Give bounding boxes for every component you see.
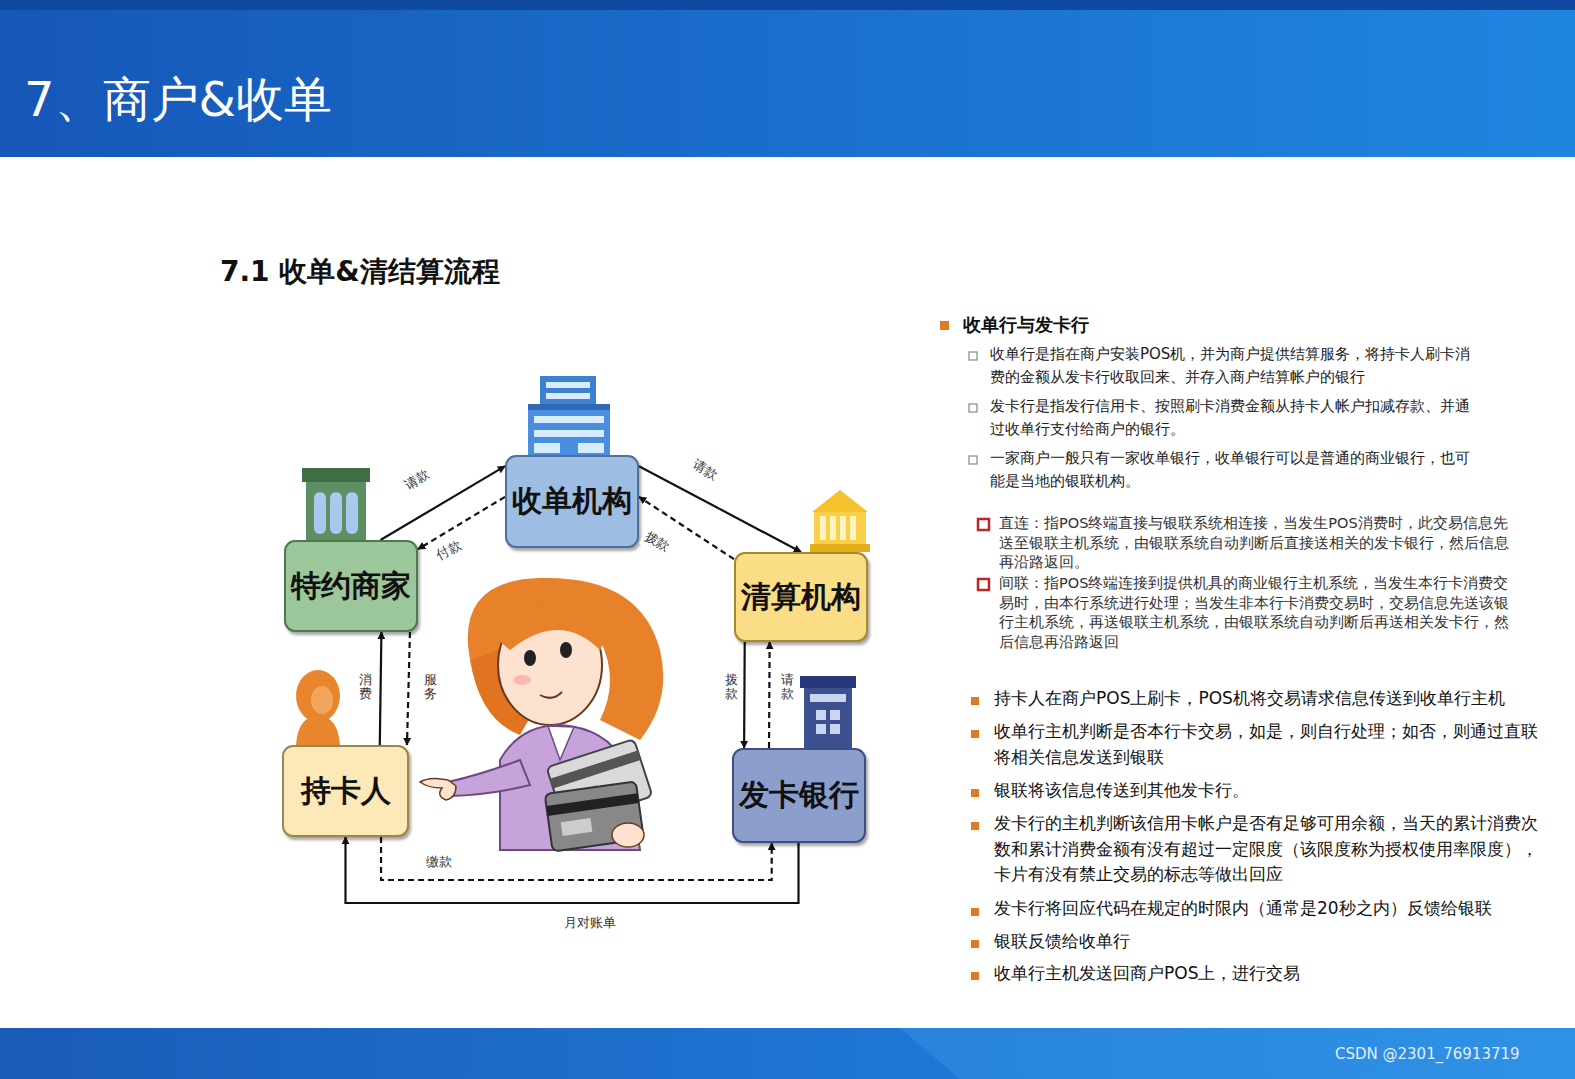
process-step: 银联反馈给收单行 (994, 929, 1539, 955)
flow-label: 服务 (422, 672, 439, 703)
entity-name: 发卡银行 (739, 775, 859, 816)
shop-icon (302, 468, 370, 540)
footer-sheen (900, 1028, 1575, 1079)
flow-label: 拨款 (639, 526, 675, 558)
section-heading: 7.1 收单&清结算流程 (220, 252, 640, 293)
entity-name: 清算机构 (741, 577, 861, 618)
process-step: 银联将该信息传送到其他发卡行。 (994, 778, 1539, 804)
entity-name: 收单机构 (512, 481, 632, 522)
entity-box: 收单机构 (505, 455, 639, 548)
entity-name: 特约商家 (291, 566, 411, 607)
girl-illustration (420, 578, 663, 852)
entity-box: 清算机构 (734, 552, 868, 642)
entity-box: 持卡人 (282, 745, 409, 837)
person-icon (296, 670, 340, 745)
process-step: 发卡行将回应代码在规定的时限内（通常是20秒之内）反馈给银联 (994, 896, 1559, 922)
flow-label: 月对账单 (562, 913, 618, 933)
flow-label: 请款 (687, 454, 723, 486)
process-step: 收单行主机判断是否本行卡交易，如是，则自行处理；如否，则通过直联将相关信息发送到… (994, 719, 1539, 770)
flow-arrow (768, 642, 771, 748)
entity-name: 持卡人 (301, 771, 391, 812)
flow-arrow (346, 837, 799, 903)
footer-band (0, 1028, 1575, 1079)
flow-label: 缴款 (424, 852, 454, 872)
clearing-bank-icon (810, 490, 870, 552)
flow-label: 消费 (357, 672, 374, 703)
definition-text: 收单行是指在商户安装POS机，并为商户提供结算服务，将持卡人刷卡消费的金额从发卡… (990, 343, 1480, 388)
flow-label: 请款 (779, 672, 796, 703)
flow-arrow (380, 632, 382, 745)
flow-arrow (407, 632, 410, 745)
entity-box: 特约商家 (284, 540, 418, 632)
flow-label: 请款 (399, 464, 435, 496)
issuer-bank-icon (800, 676, 856, 748)
flow-label: 拨款 (723, 672, 740, 703)
watermark: CSDN @2301_76913719 (1335, 1044, 1565, 1066)
connection-note: 间联：指POS终端连接到提供机具的商业银行主机系统，当发生本行卡消费交易时，由本… (999, 574, 1519, 652)
definition-text: 一家商户一般只有一家收单银行，收单银行可以是普通的商业银行，也可能是当地的银联机… (990, 447, 1480, 492)
flow-arrow (381, 837, 772, 880)
header-band (0, 0, 1575, 157)
process-step: 收单行主机发送回商户POS上，进行交易 (994, 961, 1539, 987)
flow-arrow (639, 497, 734, 559)
entity-box: 发卡银行 (732, 748, 866, 843)
slide-title: 7、商户&收单 (24, 68, 332, 132)
header-strip (0, 0, 1575, 10)
process-step: 发卡行的主机判断该信用卡帐户是否有足够可用余额，当天的累计消费次数和累计消费金额… (994, 811, 1539, 888)
office-building-icon (528, 376, 610, 456)
bullet-heading: 收单行与发卡行 (963, 312, 1263, 338)
connection-note: 直连：指POS终端直接与银联系统相连接，当发生POS消费时，此交易信息先送至银联… (999, 514, 1519, 573)
bullets (940, 321, 989, 980)
definition-text: 发卡行是指发行信用卡、按照刷卡消费金额从持卡人帐户扣减存款、并通过收单行支付给商… (990, 395, 1480, 440)
process-step: 持卡人在商户POS上刷卡，POS机将交易请求信息传送到收单行主机 (994, 686, 1559, 712)
flow-arrow (743, 642, 746, 748)
flow-label: 付款 (431, 534, 467, 566)
